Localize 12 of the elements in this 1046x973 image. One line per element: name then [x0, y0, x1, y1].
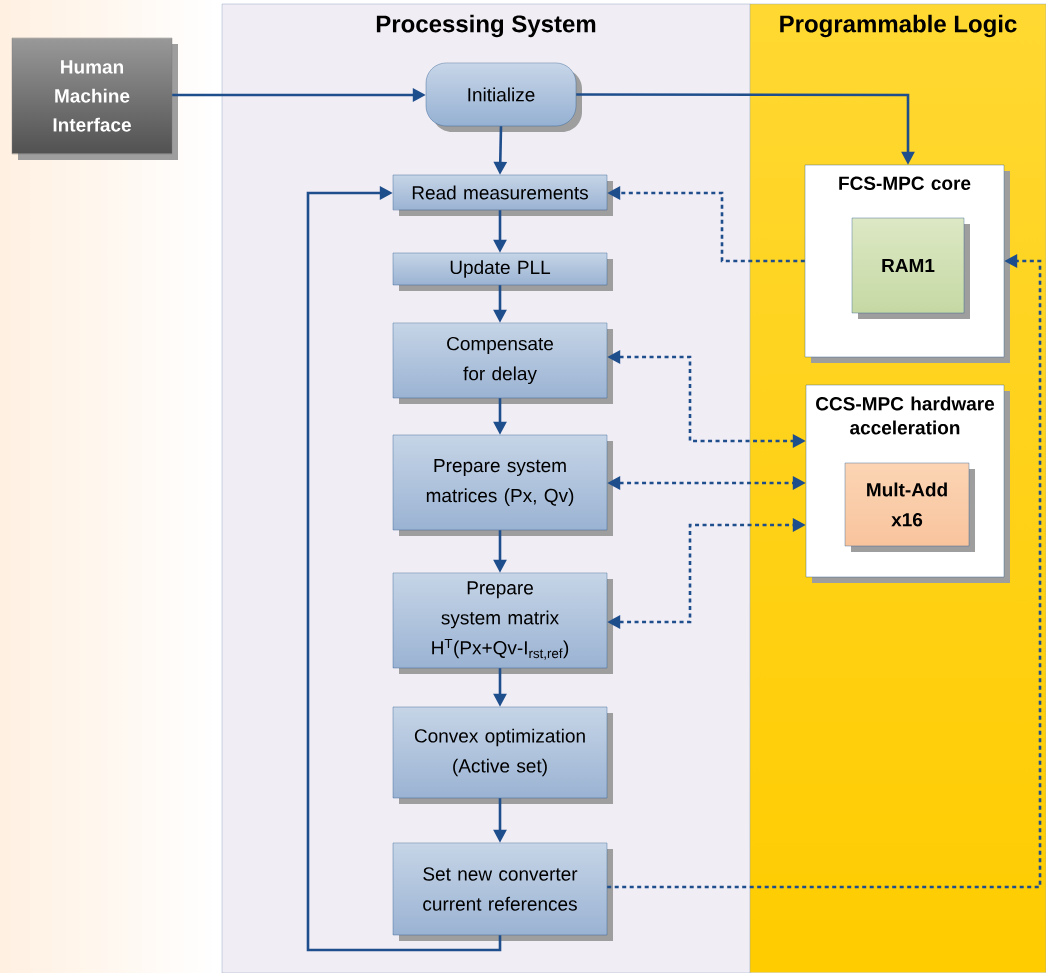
process-box: Set new converter current references [392, 842, 613, 941]
arrow [306, 186, 502, 952]
memory-block: RAM1 [851, 217, 970, 319]
start-terminal: Initialize [425, 62, 582, 132]
process-box: Prepare system matrix H$^{T}$(Px+Qv-I$_{rst,ref}$) [392, 572, 613, 674]
process-box: Convex optimization (Active set) [392, 706, 613, 804]
interface-box: Human Machine Interface [11, 37, 178, 160]
process-box: Prepare system matrices (Px, Qv) [392, 434, 613, 536]
multiplier-block: Mult-Add x16 [844, 462, 975, 552]
process-box: Update PLL [392, 252, 613, 291]
process-box: Read measurements [392, 174, 613, 216]
process-box: Compensate for delay [392, 322, 613, 404]
